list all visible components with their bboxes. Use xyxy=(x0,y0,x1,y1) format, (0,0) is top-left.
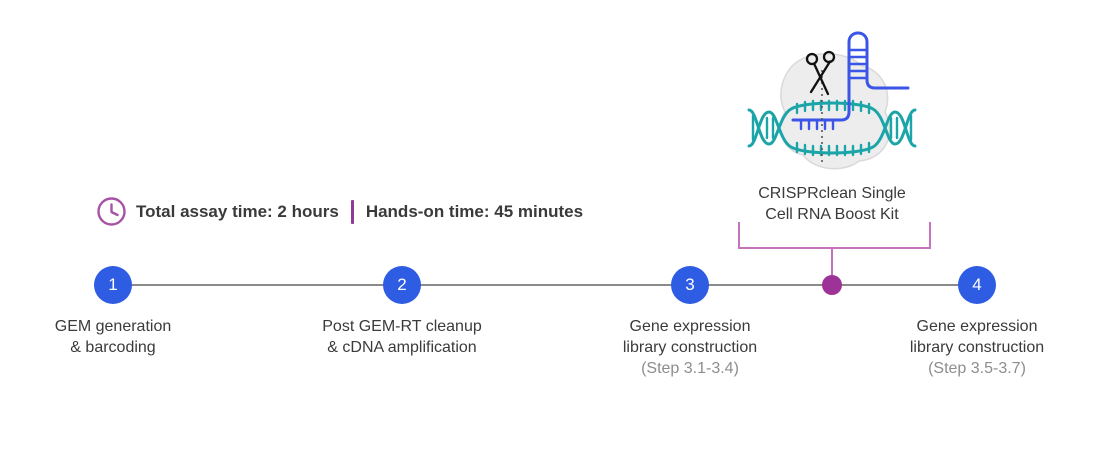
scissors-icon xyxy=(805,50,836,96)
step4-line2: library construction xyxy=(909,339,1045,356)
step-label-2: Post GEM-RT cleanup & cDNA amplification xyxy=(322,316,481,358)
kit-callout-label: CRISPRclean Single Cell RNA Boost Kit xyxy=(758,183,906,225)
protein-blob xyxy=(779,53,891,170)
step2-line1: Post GEM-RT cleanup xyxy=(322,318,482,335)
dna-helix-icon xyxy=(747,99,917,157)
step-number-1: 1 xyxy=(108,275,118,294)
step-number-3: 3 xyxy=(685,275,695,294)
hands-on-time-label: Hands-on time: 45 minutes xyxy=(365,201,584,221)
step-number-2: 2 xyxy=(397,275,407,294)
separator-bar xyxy=(350,199,354,224)
callout-bracket xyxy=(738,222,931,249)
grna-hairpin-icon xyxy=(791,31,910,131)
step1-line2: & barcoding xyxy=(70,339,156,356)
timeline-line xyxy=(113,284,977,286)
step-circle-2: 2 xyxy=(383,266,421,304)
step-circle-1: 1 xyxy=(94,266,132,304)
step3-line2: library construction xyxy=(622,339,758,356)
step-label-1: GEM generation & barcoding xyxy=(55,316,172,358)
step-circle-4: 4 xyxy=(958,266,996,304)
step1-line1: GEM generation xyxy=(54,318,172,335)
callout-bracket-stem xyxy=(831,247,833,279)
step-label-3: Gene expression library construction (St… xyxy=(623,316,757,379)
step3-substep: (Step 3.1-3.4) xyxy=(641,360,739,377)
crispr-dna-scissors-icon xyxy=(747,31,917,170)
total-assay-time-label: Total assay time: 2 hours xyxy=(136,201,339,221)
step-number-4: 4 xyxy=(972,275,982,294)
step2-line2: & cDNA amplification xyxy=(327,339,477,356)
step4-line1: Gene expression xyxy=(916,318,1038,335)
step-label-4: Gene expression library construction (St… xyxy=(910,316,1044,379)
step3-line1: Gene expression xyxy=(629,318,751,335)
kit-label-line2: Cell RNA Boost Kit xyxy=(765,206,899,223)
assay-time-row: Total assay time: 2 hours Hands-on time:… xyxy=(96,196,583,227)
step-circle-3: 3 xyxy=(671,266,709,304)
clock-icon xyxy=(97,197,126,226)
kit-timeline-dot xyxy=(822,275,842,295)
kit-label-line1: CRISPRclean Single xyxy=(758,185,906,202)
step4-substep: (Step 3.5-3.7) xyxy=(928,360,1026,377)
